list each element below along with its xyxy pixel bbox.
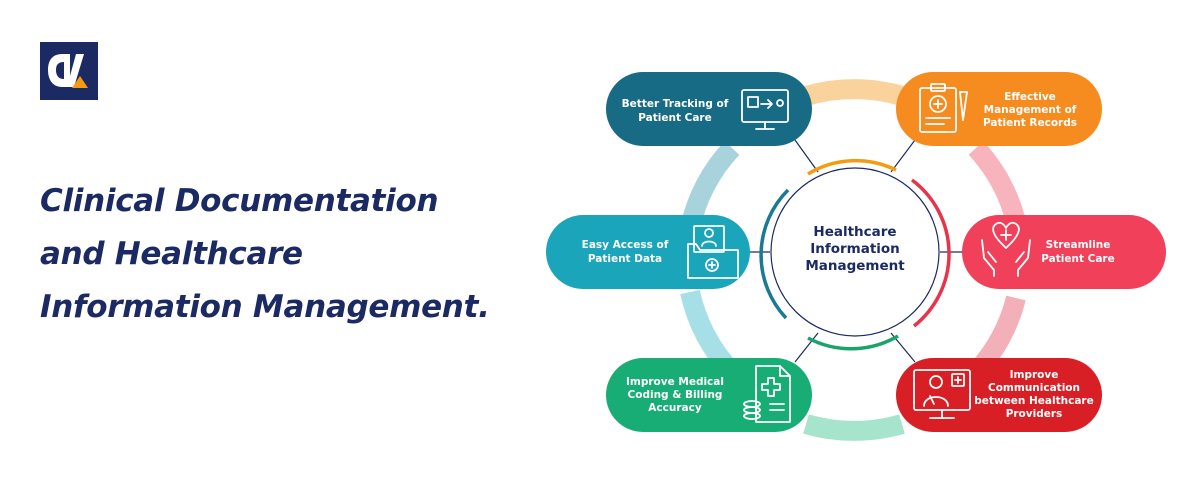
- node-label-line-1: Easy Access of: [582, 239, 669, 251]
- ring-segment-top: [803, 79, 905, 106]
- node-label-line-3: Patient Records: [983, 117, 1077, 129]
- node-label-line-3: between Healthcare: [974, 395, 1093, 407]
- node-pill: [896, 72, 1102, 146]
- node-label-line-1: Better Tracking of: [622, 98, 729, 110]
- inner-arc-top: [807, 159, 897, 176]
- doctor-screen-icon: [913, 369, 971, 419]
- inner-arc-left: [759, 188, 790, 320]
- center-line-1: Healthcare: [813, 224, 896, 240]
- inner-arc-bottom: [807, 334, 899, 351]
- node-pill: [606, 358, 812, 432]
- node-pill: [546, 215, 750, 289]
- ring-segment-bottom: [803, 414, 905, 441]
- ring-segment-upper-right: [968, 141, 1026, 225]
- logo-accent-triangle: [72, 76, 88, 88]
- node-streamline: Streamline Patient Care: [962, 215, 1166, 289]
- node-pill: [896, 358, 1102, 432]
- node-effective-management: Effective Management of Patient Records: [896, 72, 1102, 146]
- patient-folder-icon: [687, 225, 739, 279]
- node-communication: Improve Communication between Healthcare…: [896, 358, 1102, 432]
- logo-mark-d: [48, 54, 70, 87]
- page-title: Clinical Documentation and Healthcare In…: [40, 175, 560, 334]
- node-easy-access: Easy Access of Patient Data: [546, 215, 750, 289]
- node-label-line-2: Management of: [984, 104, 1077, 116]
- logo-mark-a: [67, 54, 84, 87]
- node-label-line-3: Accuracy: [648, 402, 702, 414]
- brand-logo: [40, 42, 98, 100]
- medical-bill-icon: [743, 365, 791, 423]
- node-label-line-2: Patient Data: [588, 253, 662, 265]
- node-pill: [962, 215, 1166, 289]
- title-line-2: and Healthcare: [40, 236, 303, 272]
- connector-coding: [794, 332, 819, 363]
- node-label-line-1: Improve: [1010, 369, 1059, 381]
- node-label-line-1: Improve Medical: [626, 376, 724, 388]
- node-label-line-2: Patient Care: [1041, 253, 1114, 265]
- node-label-line-2: Patient Care: [638, 112, 711, 124]
- inner-arc-right: [910, 178, 951, 328]
- connector-tracking: [794, 139, 819, 173]
- monitor-route-icon: [741, 89, 789, 130]
- node-label-line-2: Communication: [988, 382, 1080, 394]
- node-better-tracking: Better Tracking of Patient Care: [606, 72, 812, 146]
- title-line-3: Information Management.: [40, 289, 490, 325]
- node-medical-coding: Improve Medical Coding & Billing Accurac…: [606, 358, 812, 432]
- caring-hands-icon: [981, 221, 1031, 277]
- center-line-2: Information: [810, 241, 900, 257]
- medical-clipboard-icon: [919, 83, 968, 133]
- node-label-line-2: Coding & Billing: [628, 389, 723, 401]
- inner-arcs: [759, 159, 951, 351]
- node-label-line-1: Effective: [1004, 91, 1056, 103]
- center-line-3: Management: [805, 258, 905, 274]
- connector-records: [890, 139, 916, 173]
- center-hub: Healthcare Information Management: [770, 167, 940, 337]
- node-label-line-4: Providers: [1006, 408, 1063, 420]
- center-circle: [770, 167, 940, 337]
- node-label-line-1: Streamline: [1046, 239, 1111, 251]
- title-line-1: Clinical Documentation: [40, 183, 439, 219]
